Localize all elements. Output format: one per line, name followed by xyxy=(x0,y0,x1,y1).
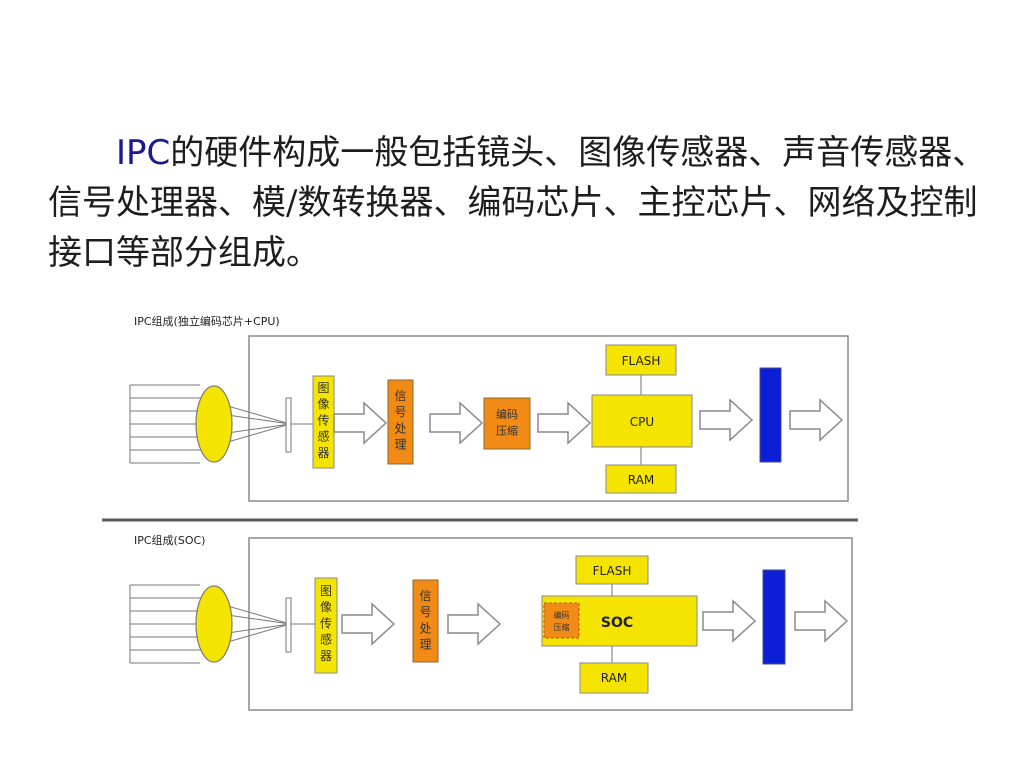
soc-encoder-block xyxy=(543,602,580,639)
sensor-label-vertical: 图像传感器 xyxy=(317,381,329,460)
encode-label-2line: 编码压缩 xyxy=(496,407,518,438)
paragraph-lead: IPC xyxy=(116,133,171,173)
sensor-label-vertical: 图像传感器 xyxy=(320,584,332,663)
ram-label: RAM xyxy=(601,671,627,685)
filter-icon xyxy=(285,597,292,653)
diagram-bottom-title: IPC组成(SOC) xyxy=(134,533,205,547)
encoder-block xyxy=(483,397,531,450)
soc-encode-label-2line: 编码压缩 xyxy=(554,610,570,632)
diagram-bottom-frame xyxy=(248,537,853,711)
ram-block xyxy=(579,662,649,694)
description-paragraph: IPC的硬件构成一般包括镜头、图像传感器、声音传感器、信号处理器、模/数转换器、… xyxy=(48,128,988,278)
soc-label: SOC xyxy=(601,615,633,631)
diagram-top: IPC组成(独立编码芯片+CPU) 图像传感器 信号处理 编码压缩 xyxy=(129,314,849,502)
cpu-block xyxy=(591,394,693,448)
flash-block xyxy=(605,344,677,376)
diagram-bottom: IPC组成(SOC) 图像传感器 信号处理 FLASH xyxy=(129,533,853,711)
ram-label: RAM xyxy=(628,473,654,487)
paragraph-text: 的硬件构成一般包括镜头、图像传感器、声音传感器、信号处理器、模/数转换器、编码芯… xyxy=(48,133,987,273)
network-interface-block xyxy=(759,367,782,463)
ram-block xyxy=(605,464,677,494)
lens-icon xyxy=(195,585,233,663)
diagram-top-title: IPC组成(独立编码芯片+CPU) xyxy=(134,314,280,328)
filter-icon xyxy=(285,397,292,453)
flash-label: FLASH xyxy=(593,564,632,578)
signal-label-vertical: 信号处理 xyxy=(394,389,406,452)
cpu-label: CPU xyxy=(630,415,654,429)
network-interface-block xyxy=(762,569,786,665)
signal-processor-block xyxy=(412,579,439,663)
signal-label-vertical: 信号处理 xyxy=(419,589,431,652)
lens-icon xyxy=(195,385,233,463)
image-sensor-block xyxy=(314,577,338,674)
signal-processor-block xyxy=(387,379,414,465)
flash-label: FLASH xyxy=(622,354,661,368)
